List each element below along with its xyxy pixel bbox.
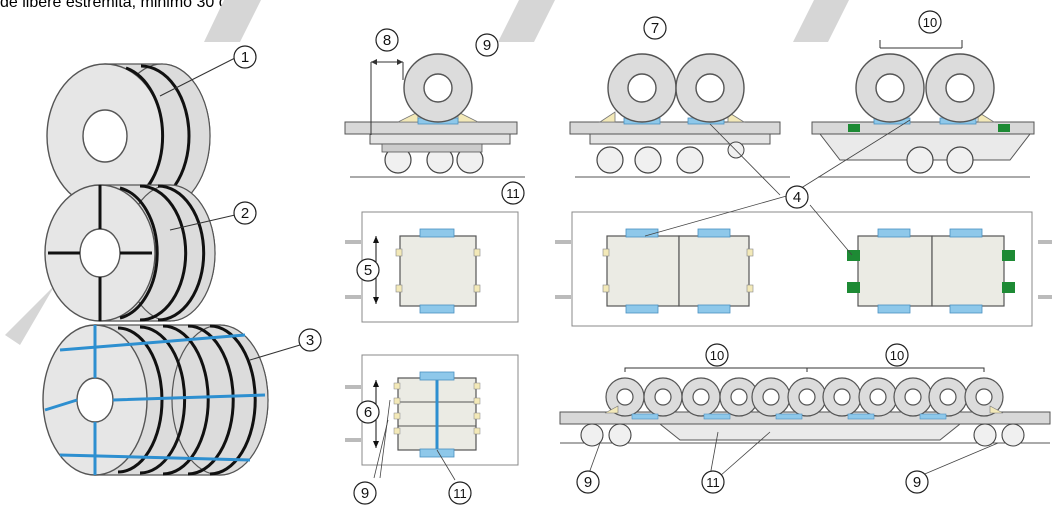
callout-label-10: 10 xyxy=(890,348,904,363)
callout-marker-icon xyxy=(785,185,809,209)
callout-label-2: 2 xyxy=(241,205,249,222)
wagon-side-single-coil xyxy=(344,53,525,178)
callout-label-8: 8 xyxy=(383,32,391,49)
watermark-marks xyxy=(5,0,849,345)
callout-marker-icon xyxy=(356,400,380,424)
plan-view-two-coils xyxy=(555,119,1052,327)
callout-label-9: 9 xyxy=(361,485,369,502)
callout-marker-icon xyxy=(885,343,909,367)
callout-marker-icon xyxy=(298,328,322,352)
callout-marker-icon xyxy=(643,16,667,40)
plan-view-single-coil xyxy=(345,211,519,323)
coil-type-2 xyxy=(44,184,236,322)
callout-marker-icon xyxy=(356,258,380,282)
callout-label-3: 3 xyxy=(306,332,314,349)
callout-marker-icon xyxy=(475,33,499,57)
wagon-side-coil-row xyxy=(559,367,1051,477)
callout-markers: 1 2 3 4 5 6 7 8 9 9 9 9 10 10 10 11 11 11 xyxy=(233,10,942,505)
callout-label-10: 10 xyxy=(923,15,937,30)
callout-label-6: 6 xyxy=(364,404,372,421)
callout-label-9: 9 xyxy=(483,37,491,54)
callout-label-9: 9 xyxy=(584,474,592,491)
callout-label-11: 11 xyxy=(706,475,720,490)
callout-label-5: 5 xyxy=(364,262,372,279)
callout-label-9: 9 xyxy=(913,474,921,491)
callout-label-4: 4 xyxy=(793,189,801,206)
callout-marker-icon xyxy=(448,481,472,505)
callout-marker-icon xyxy=(918,10,942,34)
callout-marker-icon xyxy=(501,181,525,205)
callout-marker-icon xyxy=(905,470,929,494)
callout-marker-icon xyxy=(233,45,257,69)
callout-marker-icon xyxy=(576,470,600,494)
callout-label-11: 11 xyxy=(506,186,520,201)
coil-type-1 xyxy=(46,57,236,209)
callout-marker-icon xyxy=(701,470,725,494)
header-text: de libere estremità, minimo 30 cm. xyxy=(0,0,245,11)
callout-marker-icon xyxy=(353,481,377,505)
callout-marker-icon xyxy=(375,28,399,52)
callout-label-10: 10 xyxy=(710,348,724,363)
wagon-side-two-coils xyxy=(569,53,790,178)
callout-label-11: 11 xyxy=(453,486,467,501)
callout-marker-icon xyxy=(705,343,729,367)
callout-label-7: 7 xyxy=(651,20,659,37)
coil-row xyxy=(605,377,645,417)
callout-label-1: 1 xyxy=(241,49,249,66)
coil-type-3 xyxy=(42,324,301,476)
wagon-side-two-coils-chocked xyxy=(811,40,1035,178)
callout-marker-icon xyxy=(233,201,257,225)
plan-view-coil-row xyxy=(345,354,519,481)
